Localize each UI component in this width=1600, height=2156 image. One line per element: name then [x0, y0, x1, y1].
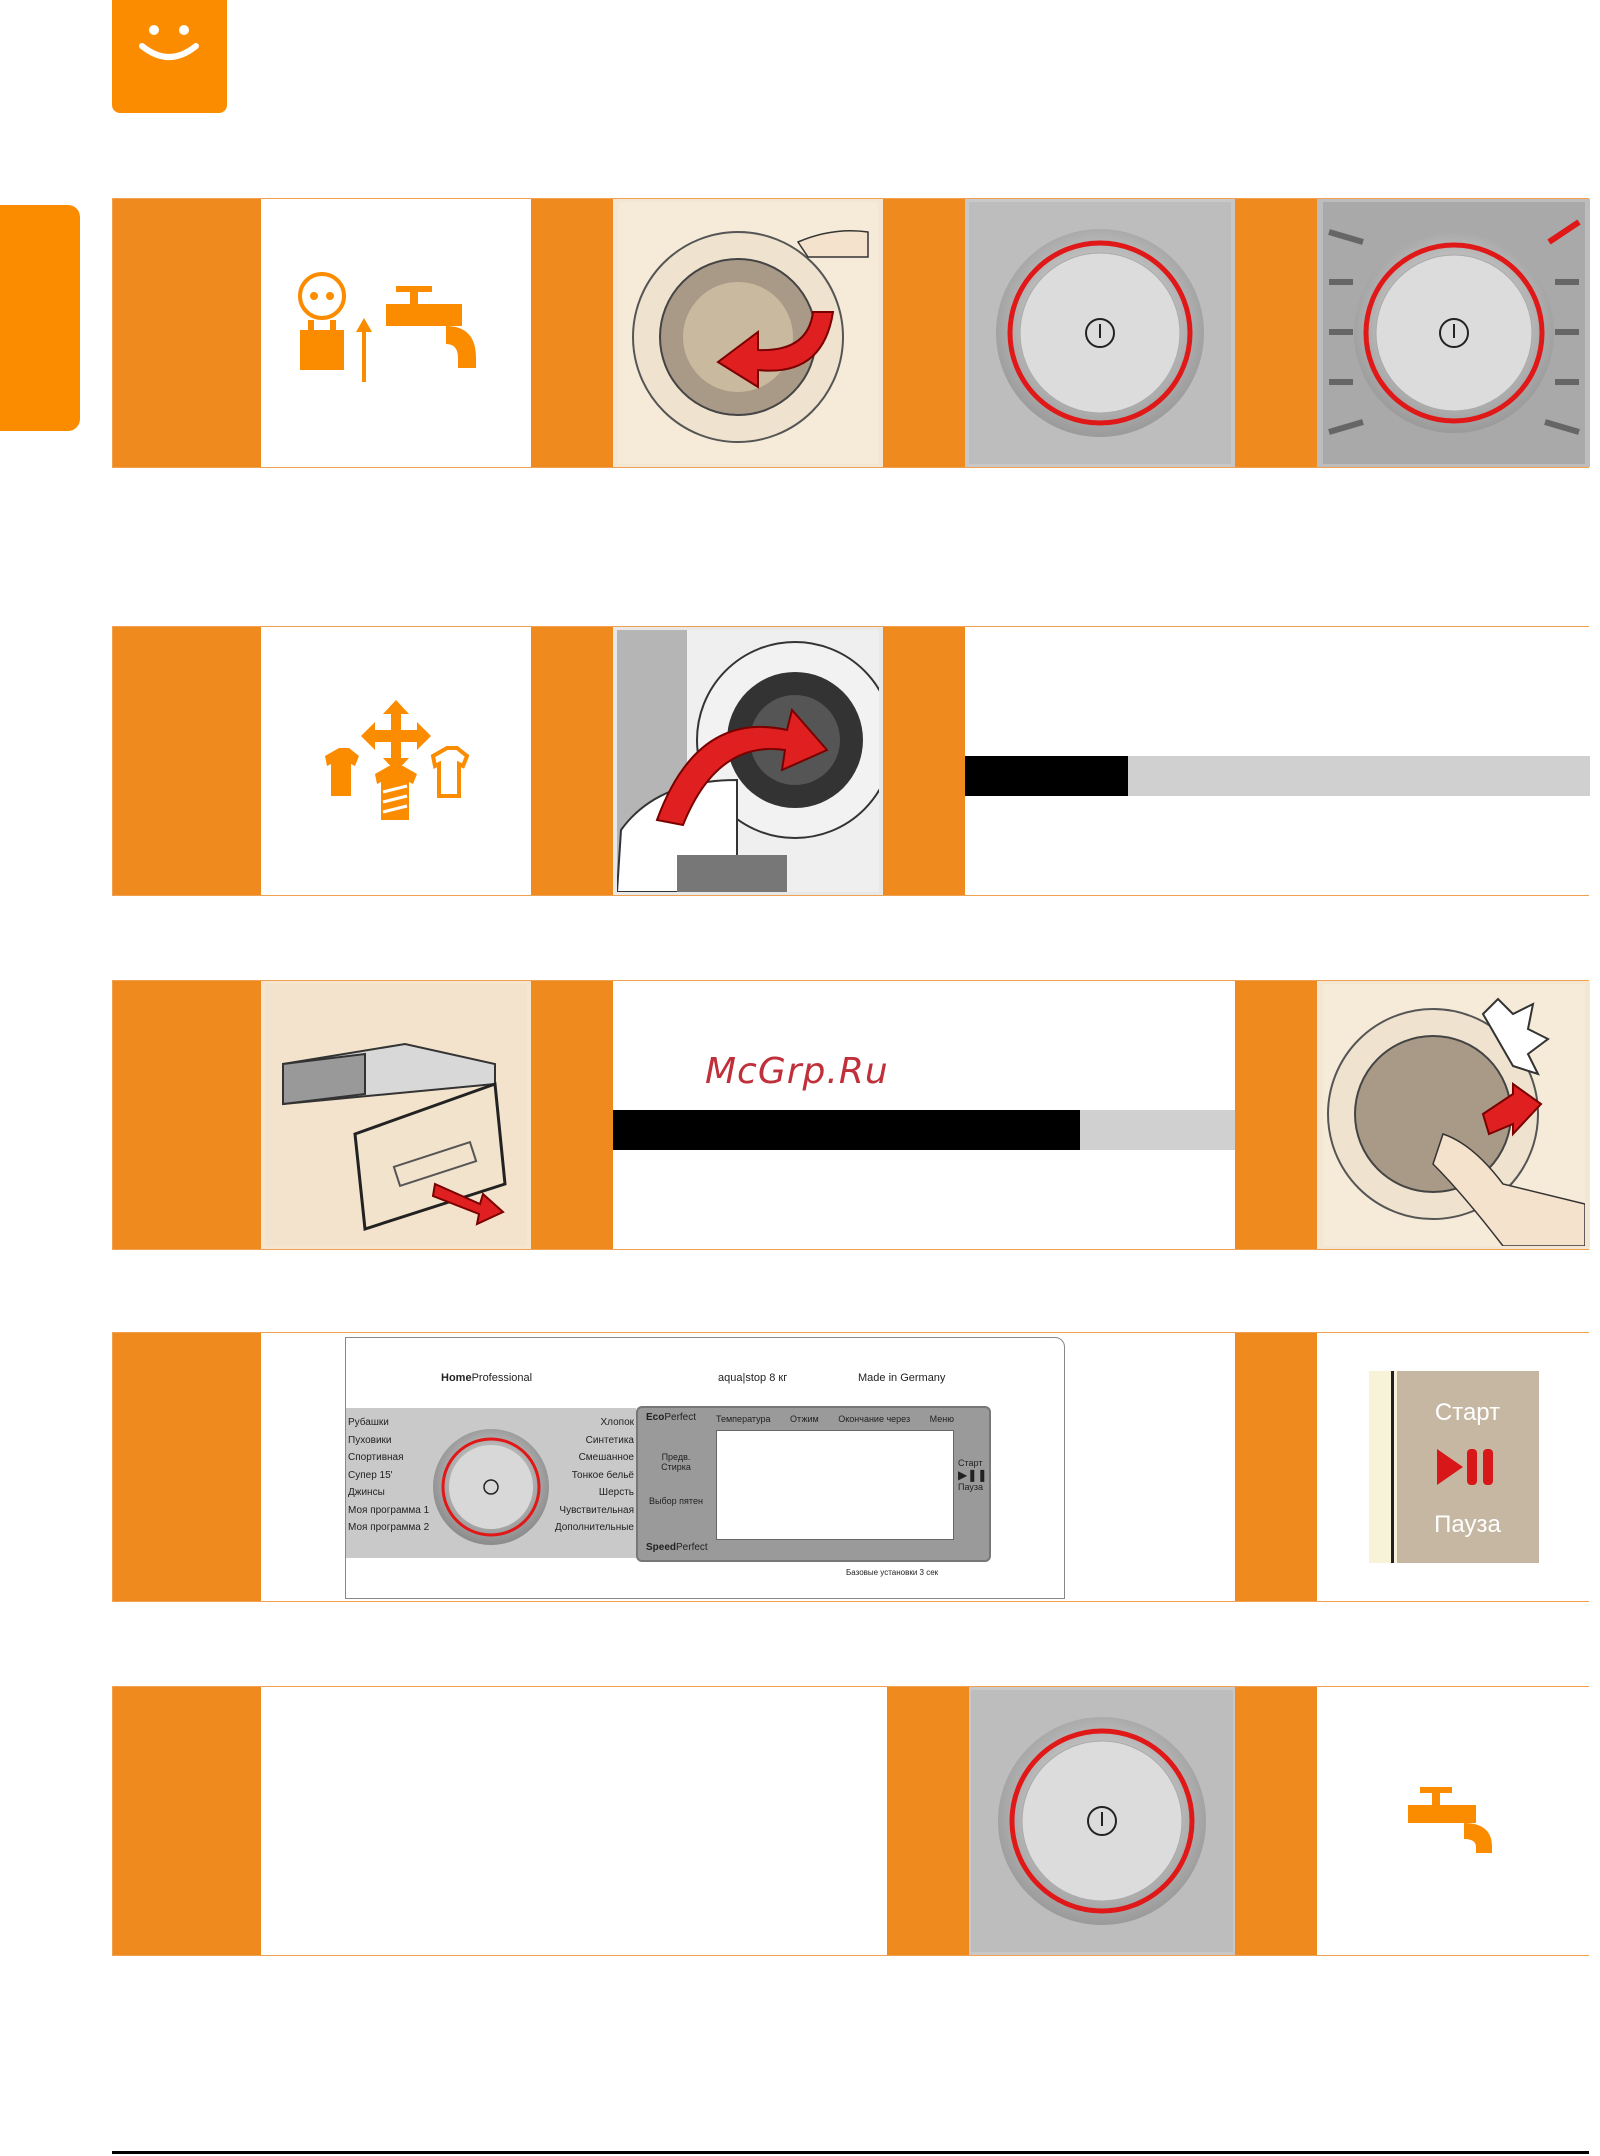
- program-item[interactable]: Шерсть: [598, 1487, 634, 1498]
- orange-spacer: [883, 627, 965, 895]
- orange-spacer: [531, 627, 613, 895]
- program-item[interactable]: Рубашки: [348, 1417, 389, 1428]
- open-door-illustration: [613, 199, 883, 467]
- watermark-text: McGrp.Ru: [705, 1051, 889, 1092]
- step-row-3: McGrp.Ru: [112, 980, 1590, 1250]
- program-item[interactable]: Моя программа 2: [348, 1522, 430, 1533]
- orange-spacer: [1235, 1333, 1317, 1601]
- power-knob-image: [969, 1687, 1235, 1955]
- orange-spacer: [887, 1687, 969, 1955]
- orange-spacer: [531, 981, 613, 1249]
- display-screen: [716, 1430, 954, 1540]
- start-button-cell: Старт Пауза: [1317, 1333, 1590, 1601]
- program-item[interactable]: Джинсы: [348, 1487, 385, 1498]
- step-row-5: [112, 1686, 1590, 1956]
- step-number-cell: [113, 1687, 261, 1955]
- step-row-1: [112, 198, 1590, 468]
- program-item[interactable]: Спортивная: [348, 1452, 404, 1463]
- control-panel-cell: HomeProfessional aqua|stop 8 кг Made in …: [261, 1333, 1235, 1601]
- blank-text-cell: [261, 1687, 887, 1955]
- program-item[interactable]: Супер 15': [348, 1469, 393, 1481]
- pause-label: Пауза: [1434, 1511, 1501, 1538]
- step-number-cell: [113, 627, 261, 895]
- program-item[interactable]: Синтетика: [585, 1434, 634, 1446]
- program-item[interactable]: Дополнительные: [554, 1522, 634, 1533]
- step-number-cell: [113, 1333, 261, 1601]
- section-tab: [0, 205, 80, 431]
- program-item[interactable]: Моя программа 1: [348, 1504, 430, 1516]
- stain-select-button[interactable]: Выбор пятен: [649, 1496, 703, 1506]
- ecoperfect-button[interactable]: EcoPerfect: [646, 1412, 697, 1423]
- detergent-drawer-illustration: [261, 981, 531, 1249]
- button-edge: [1390, 1371, 1394, 1563]
- orange-spacer: [531, 199, 613, 467]
- progress-fill: [613, 1110, 1080, 1150]
- program-knob[interactable]: [426, 1422, 556, 1552]
- program-item[interactable]: Хлопок: [600, 1417, 634, 1428]
- program-item[interactable]: Тонкое бельё: [571, 1469, 634, 1481]
- speedperfect-button[interactable]: SpeedPerfect: [646, 1542, 708, 1553]
- step-row-2: [112, 626, 1590, 896]
- play-pause-icon: [1436, 1449, 1493, 1485]
- start-label: Старт: [1434, 1399, 1501, 1426]
- power-knob-image: [965, 199, 1235, 467]
- program-item[interactable]: Чувствительная: [559, 1504, 634, 1516]
- prewash-button[interactable]: Предв. Стирка: [661, 1452, 691, 1472]
- control-panel: HomeProfessional aqua|stop 8 кг Made in …: [345, 1337, 1065, 1599]
- aquastop-label: aqua|stop 8 кг: [718, 1372, 788, 1384]
- start-pause-small[interactable]: Старт▶❚❚Пауза: [958, 1458, 988, 1492]
- orange-spacer: [1235, 1687, 1317, 1955]
- spin-button[interactable]: Отжим: [790, 1414, 819, 1424]
- progress-cell-2: McGrp.Ru: [613, 981, 1235, 1249]
- brand-label: HomeProfessional: [441, 1372, 533, 1384]
- program-item[interactable]: Пуховики: [348, 1434, 392, 1446]
- progress-cell: [965, 627, 1590, 895]
- bottom-rule: [112, 2151, 1589, 2154]
- smiley-icon: [112, 0, 227, 113]
- tap-icon-cell: [1317, 1687, 1590, 1955]
- step-row-4: HomeProfessional aqua|stop 8 кг Made in …: [112, 1332, 1590, 1602]
- sort-laundry-icon: [325, 700, 470, 820]
- orange-spacer: [883, 199, 965, 467]
- orange-spacer: [1235, 981, 1317, 1249]
- programs-right: Хлопок Синтетика Смешанное Тонкое бельё …: [542, 1414, 634, 1537]
- knob-programs-image: [1317, 199, 1590, 467]
- step-number-cell: [113, 981, 261, 1249]
- water-tap-icon: [1407, 1787, 1492, 1853]
- program-item[interactable]: Смешанное: [578, 1452, 634, 1463]
- start-button-image: Старт Пауза: [1368, 1371, 1539, 1563]
- made-in-label: Made in Germany: [858, 1372, 946, 1384]
- programs-left: Рубашки Пуховики Спортивная Супер 15' Дж…: [348, 1414, 429, 1537]
- option-labels: Температура Отжим Окончание через Меню: [716, 1414, 954, 1424]
- progress-fill: [965, 756, 1128, 796]
- sort-laundry-icon-cell: [261, 627, 531, 895]
- temperature-button[interactable]: Температура: [716, 1414, 771, 1424]
- base-settings-label: Базовые установки 3 сек: [846, 1568, 939, 1577]
- load-laundry-illustration: [613, 627, 883, 895]
- close-door-illustration: [1317, 981, 1590, 1249]
- plug-water-icon-cell: [261, 199, 531, 467]
- end-time-button[interactable]: Окончание через: [838, 1414, 911, 1424]
- menu-button[interactable]: Меню: [929, 1414, 954, 1424]
- orange-spacer: [1235, 199, 1317, 467]
- plug-and-tap-icon: [298, 272, 476, 382]
- start-pause-button[interactable]: Старт Пауза: [1396, 1371, 1539, 1563]
- step-number-cell: [113, 199, 261, 467]
